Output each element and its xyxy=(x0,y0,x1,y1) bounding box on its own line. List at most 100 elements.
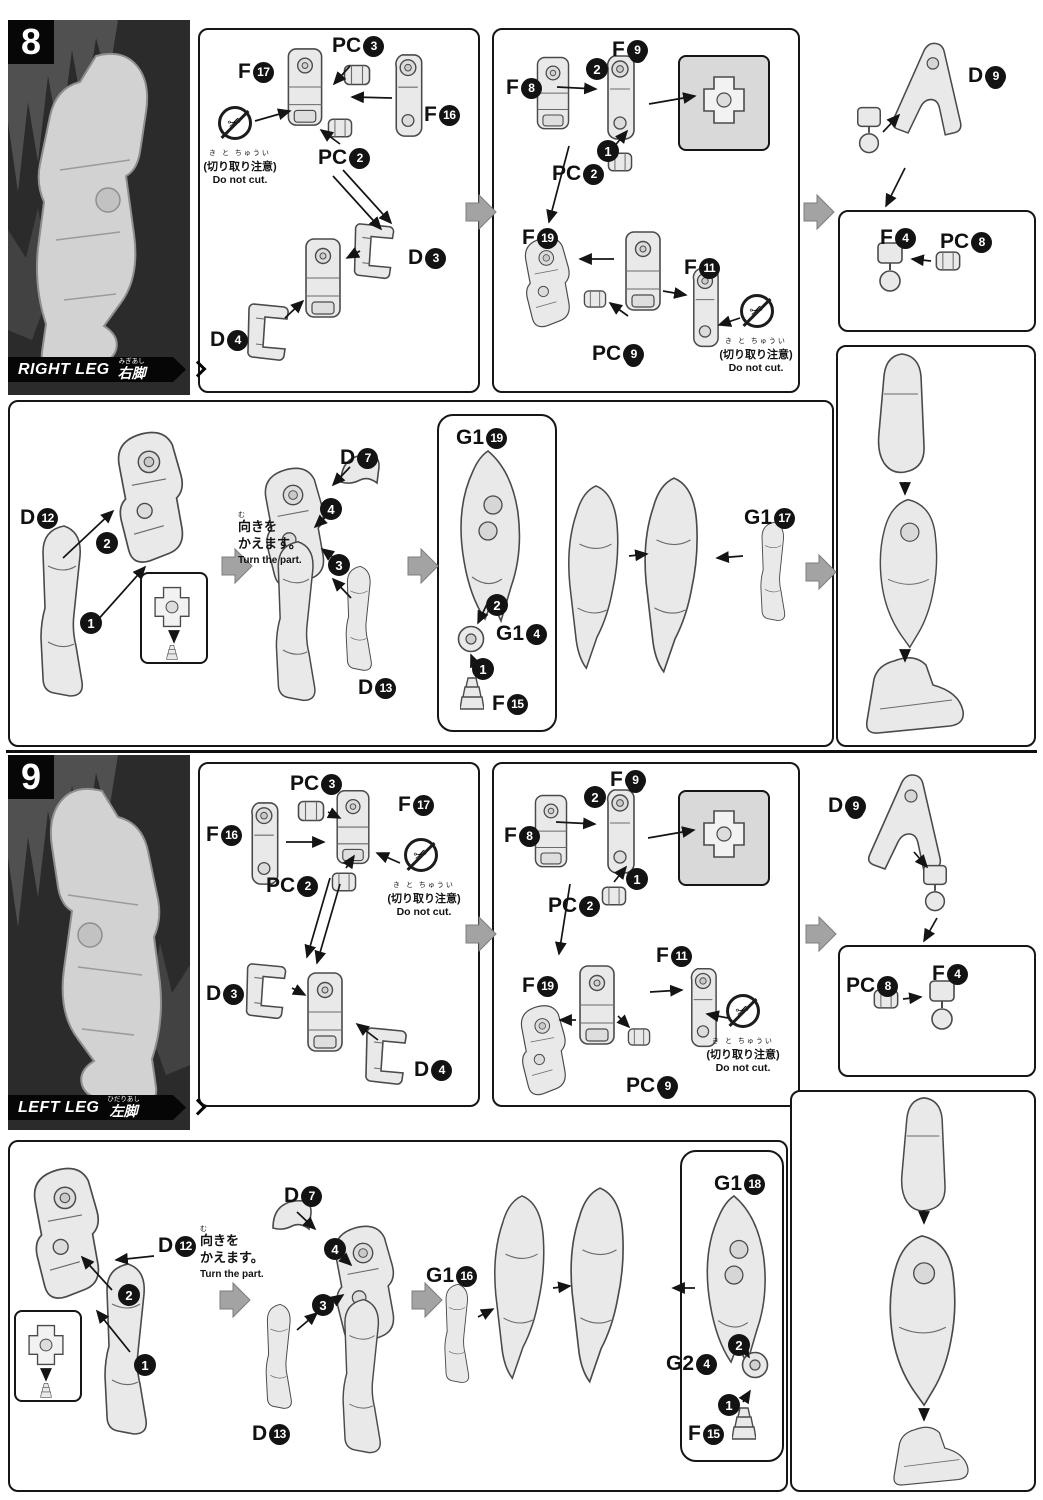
turn-note-en: Turn the part. xyxy=(238,554,302,566)
step8-banner: RIGHT LEG みぎあし 右脚 xyxy=(8,357,186,382)
turn-note-en: Turn the part. xyxy=(200,1268,264,1280)
warning-en: Do not cut. xyxy=(715,1062,771,1074)
step8-number: 8 xyxy=(8,20,54,64)
step9-detail-inset xyxy=(14,1310,82,1402)
warning-jp: (切り取り注意) xyxy=(387,893,461,905)
step9-banner-title: LEFT LEG xyxy=(18,1098,100,1116)
warning-furigana: き と ちゅうい xyxy=(725,338,787,345)
step8-banner-furigana: みぎあし xyxy=(118,358,145,366)
step9-banner-kanji-block: ひだりあし 左脚 xyxy=(107,1097,140,1118)
turn-note-jp2: かえます。 xyxy=(200,1249,264,1265)
turn-note-furigana: む xyxy=(200,1226,207,1233)
step9-banner-jp: 左脚 xyxy=(109,1102,138,1119)
order-badge-3: 3 xyxy=(328,554,350,576)
warning-jp: (切り取り注意) xyxy=(706,1049,780,1061)
do-not-cut-icon: ✂ xyxy=(726,994,760,1028)
turn-note-furigana: む xyxy=(238,512,245,519)
turn-note: む 向きを かえます。 Turn the part. xyxy=(238,512,302,566)
step9-assembled-inset xyxy=(678,790,770,886)
right-leg-render xyxy=(8,20,190,395)
step8-assembled-inset xyxy=(678,55,770,151)
warning-jp: (切り取り注意) xyxy=(719,349,793,361)
warning-furigana: き と ちゅうい xyxy=(393,882,455,889)
step9-panel-4 xyxy=(8,1140,788,1492)
step-divider-line xyxy=(6,750,1037,753)
part-d9 xyxy=(891,42,962,136)
scissors-icon: ✂ xyxy=(733,1000,753,1022)
step9-number: 9 xyxy=(8,755,54,799)
step8-banner-kanji-block: みぎあし 右脚 xyxy=(118,359,146,380)
part-ankle-ball-9 xyxy=(922,864,948,912)
scissors-icon: ✂ xyxy=(411,844,431,866)
order-badge-2: 2 xyxy=(584,786,606,808)
turn-note: む 向きを かえます。 Turn the part. xyxy=(200,1226,264,1280)
step8-panel-4 xyxy=(8,400,834,747)
step8-panel-5 xyxy=(836,345,1036,747)
step8-panel-3 xyxy=(838,210,1036,332)
do-not-cut-icon: ✂ xyxy=(218,106,252,140)
order-badge-1: 1 xyxy=(472,658,494,680)
order-badge-1: 1 xyxy=(134,1354,156,1376)
part-ankle-ball xyxy=(856,106,882,154)
step9-panel-1 xyxy=(198,762,480,1107)
flow-arrow-s8-2 xyxy=(803,194,835,230)
step8-banner-jp: 右脚 xyxy=(117,364,146,381)
warning-jp: (切り取り注意) xyxy=(203,161,277,173)
scissors-icon: ✂ xyxy=(747,300,767,322)
step8-detail-inset xyxy=(140,572,208,664)
order-badge-1: 1 xyxy=(80,612,102,634)
scissors-icon: ✂ xyxy=(225,112,245,134)
left-leg-render xyxy=(8,755,190,1130)
order-badge-3: 3 xyxy=(312,1294,334,1316)
do-not-cut-note: き と ちゅうい (切り取り注意) Do not cut. xyxy=(190,148,290,186)
warning-en: Do not cut. xyxy=(396,906,452,918)
order-badge-2: 2 xyxy=(486,594,508,616)
turn-note-jp1: 向きを xyxy=(200,1233,240,1248)
step9-panel-5 xyxy=(790,1090,1036,1492)
part-d9-9 xyxy=(867,774,942,872)
order-badge-2: 2 xyxy=(118,1284,140,1306)
step9-banner-furigana: ひだりあし xyxy=(107,1096,140,1104)
order-badge-1: 1 xyxy=(626,868,648,890)
order-badge-4: 4 xyxy=(324,1238,346,1260)
step9-banner: LEFT LEG ひだりあし 左脚 xyxy=(8,1095,186,1120)
warning-en: Do not cut. xyxy=(212,174,268,186)
do-not-cut-note: き と ちゅうい (切り取り注意) Do not cut. xyxy=(698,1036,788,1074)
do-not-cut-icon: ✂ xyxy=(404,838,438,872)
do-not-cut-note: き と ちゅうい (切り取り注意) Do not cut. xyxy=(376,880,472,918)
order-badge-2: 2 xyxy=(586,58,608,80)
turn-note-jp2: かえます。 xyxy=(238,535,302,551)
step8-sidebar-photo xyxy=(8,20,190,395)
